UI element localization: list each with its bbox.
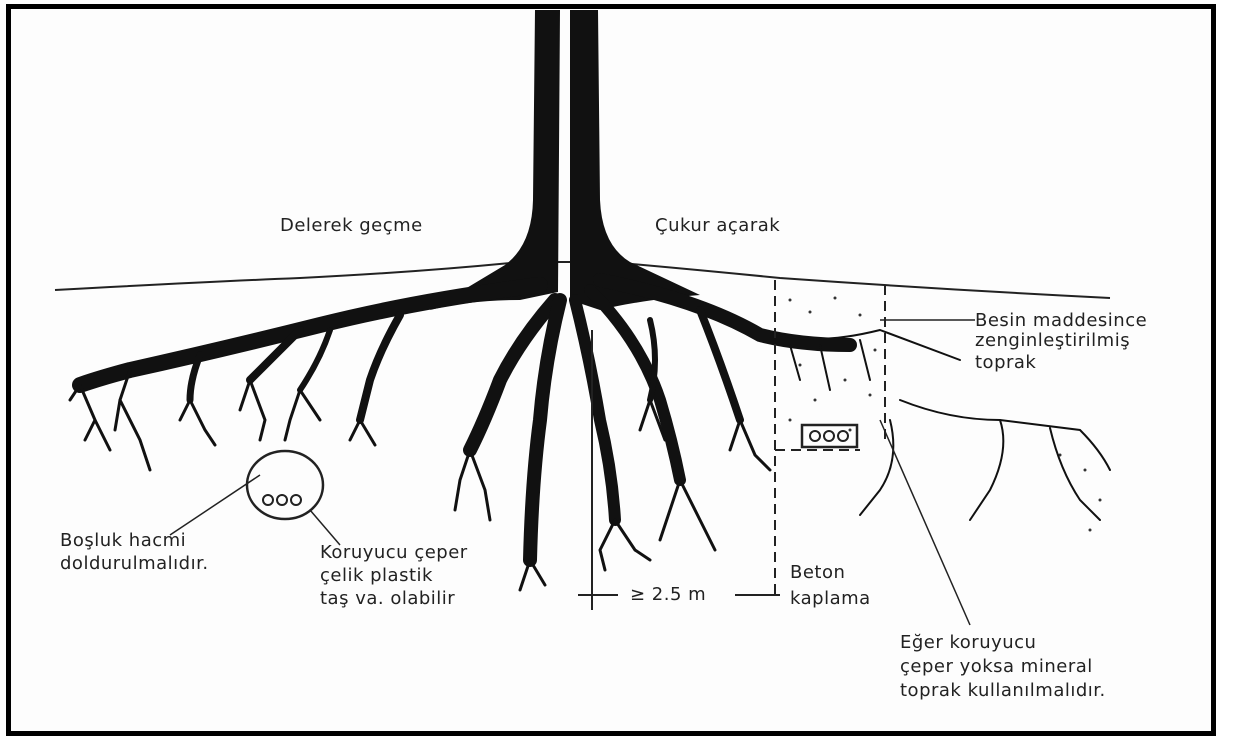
sleeve-pipes-right — [810, 431, 848, 441]
root-branch — [360, 315, 400, 420]
leader-sleeve — [310, 510, 340, 545]
root-main-down — [530, 300, 560, 560]
sleeve-pipes-left — [263, 495, 301, 505]
label-concrete-2: kaplama — [790, 588, 871, 610]
leader-mineral — [880, 420, 970, 625]
label-concrete-1: Beton — [790, 562, 845, 584]
leader-void — [170, 475, 260, 535]
label-void-1: Boşluk hacmi — [60, 530, 186, 552]
label-mineral-1: Eğer koruyucu — [900, 632, 1036, 654]
label-soil-2: zenginleştirilmiş — [975, 330, 1130, 352]
label-mineral-3: toprak kullanılmalıdır. — [900, 680, 1106, 702]
label-mineral-2: çeper yoksa mineral — [900, 656, 1093, 678]
label-distance: ≥ 2.5 m — [630, 584, 706, 606]
label-sleeve-1: Koruyucu çeper — [320, 542, 468, 564]
root-main-far-right — [600, 280, 850, 345]
label-soil-3: toprak — [975, 352, 1036, 374]
void-ellipse — [247, 451, 323, 519]
label-sleeve-3: taş va. olabilir — [320, 588, 455, 610]
tree-trunk-right — [570, 10, 700, 310]
label-boring: Delerek geçme — [280, 215, 423, 237]
label-sleeve-2: çelik plastik — [320, 565, 433, 587]
root-branch — [300, 330, 330, 390]
root-branch — [650, 320, 655, 400]
label-soil-1: Besin maddesince — [975, 310, 1147, 332]
label-trench: Çukur açarak — [655, 215, 780, 237]
label-void-2: doldurulmalıdır. — [60, 553, 209, 575]
root-main-mid — [575, 300, 615, 520]
